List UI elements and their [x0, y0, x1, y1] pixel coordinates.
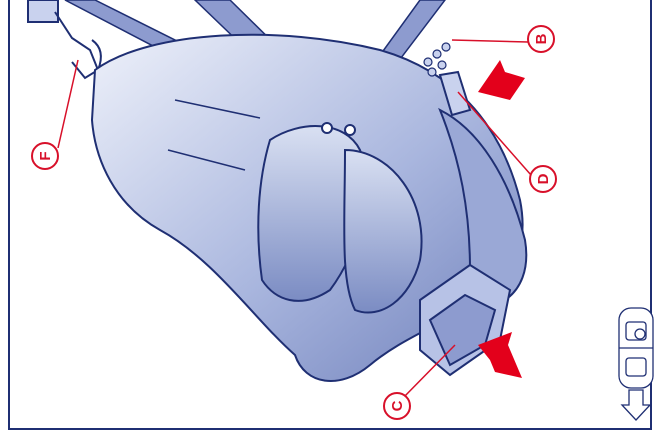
seat-assembly: [92, 35, 526, 381]
callout-d-label: D: [535, 173, 552, 184]
callout-c-label: C: [389, 400, 406, 411]
callout-c: C: [384, 393, 410, 419]
car-top-view-down-arrow-icon: [619, 308, 653, 420]
callout-f-label: F: [37, 151, 54, 160]
leader-f: [58, 60, 78, 148]
lift-arrow-up: [478, 60, 525, 100]
removed-screws: [424, 43, 450, 76]
callout-b: B: [528, 26, 554, 52]
callout-f: F: [32, 143, 58, 169]
hook-anchor: [28, 0, 58, 22]
leader-b: [452, 40, 528, 42]
callout-b-label: B: [533, 33, 550, 44]
callout-d: D: [530, 166, 556, 192]
